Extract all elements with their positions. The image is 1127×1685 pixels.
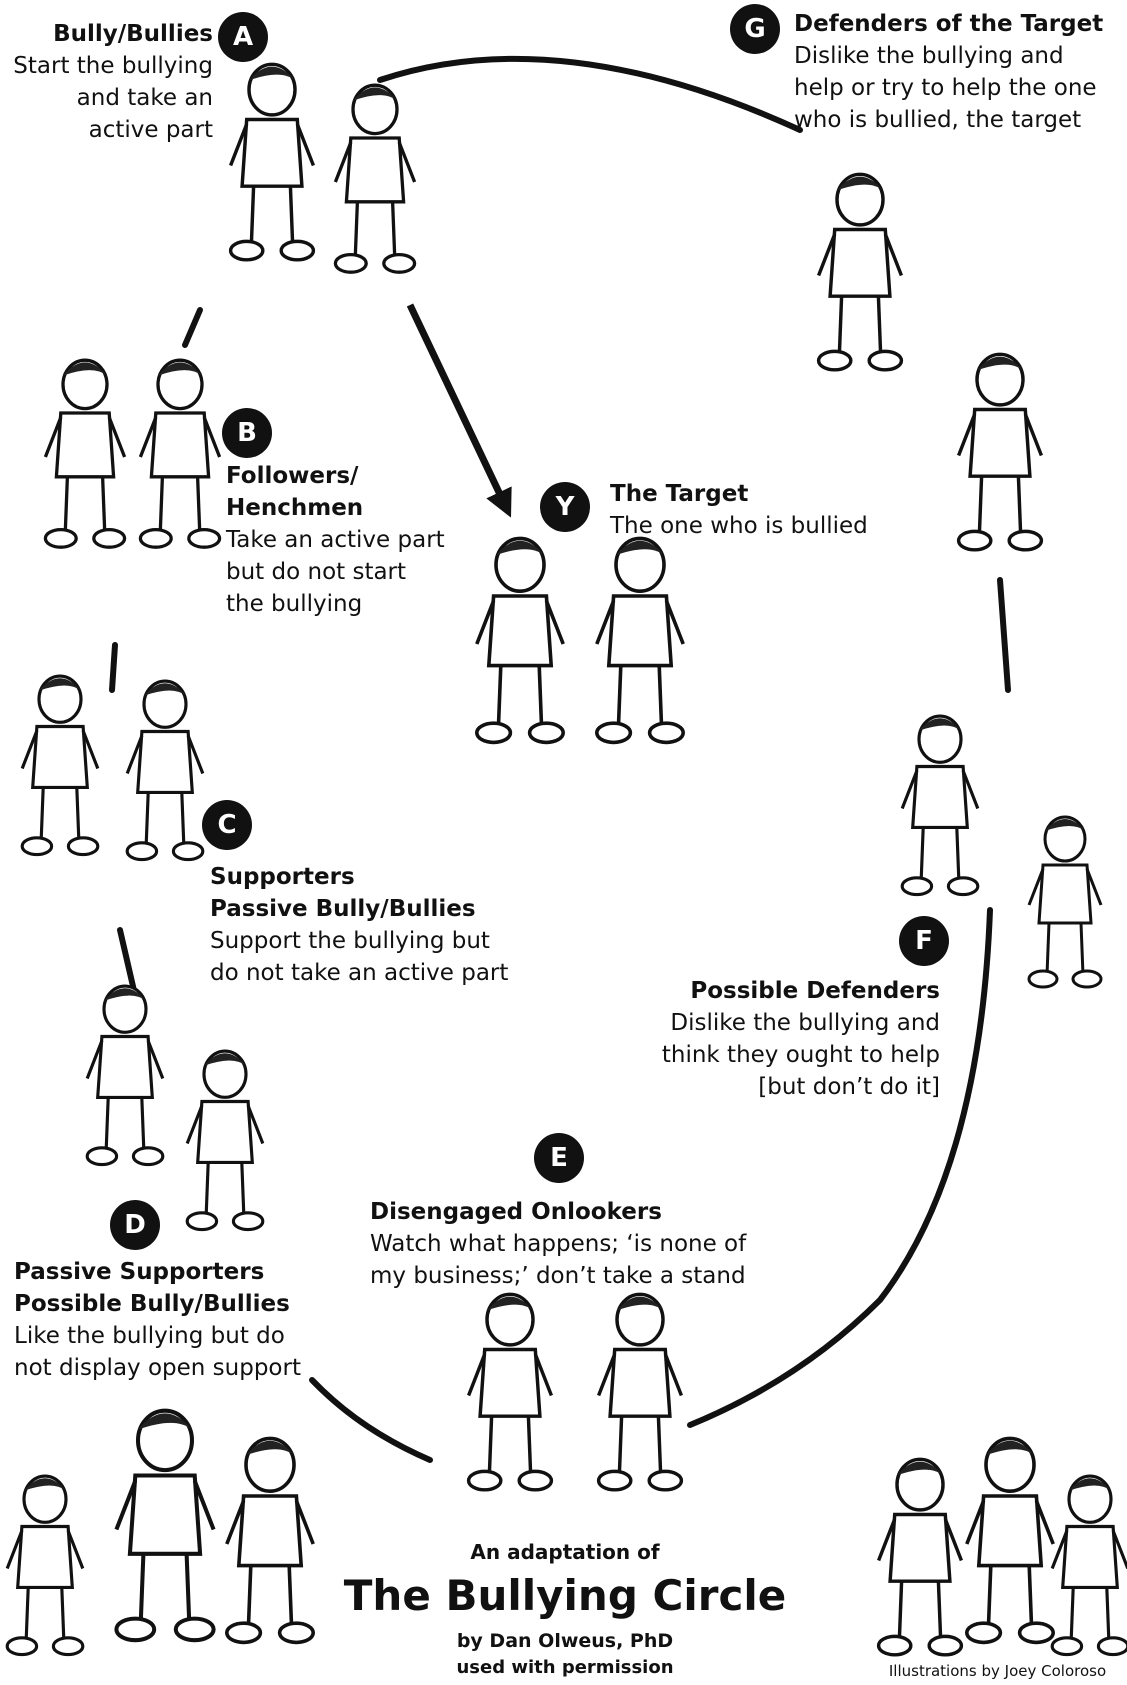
role-a-block: Bully/Bullies Start the bullying and tak…: [8, 18, 213, 146]
role-d-line-2: not display open support: [14, 1355, 301, 1381]
role-g-line-2: help or try to help the one: [794, 75, 1097, 101]
onlooker-figures: [466, 1292, 684, 1492]
follower-figures: [43, 358, 222, 549]
illustration-credit: Illustrations by Joey Coloroso: [888, 1662, 1107, 1680]
role-g-line-3: who is bullied, the target: [794, 107, 1082, 133]
role-y-badge: Y: [540, 482, 590, 532]
role-a-title: Bully/Bullies: [53, 21, 213, 47]
role-g-block: Defenders of the Target Dislike the bull…: [794, 8, 1124, 136]
role-c-title-1: Supporters: [210, 864, 355, 890]
role-d-block: Passive Supporters Possible Bully/Bullie…: [14, 1256, 324, 1384]
passive-supporter-figures: [85, 984, 265, 1232]
role-b-title-2: Henchmen: [226, 495, 364, 521]
footer-pre: An adaptation of: [470, 1540, 660, 1564]
role-y-title: The Target: [610, 481, 749, 507]
role-e-badge: E: [534, 1133, 584, 1183]
role-d-title-2: Possible Bully/Bullies: [14, 1291, 290, 1317]
role-g-title: Defenders of the Target: [794, 11, 1104, 37]
role-g-badge: G: [730, 4, 780, 54]
role-f-badge: F: [899, 916, 949, 966]
role-b-title-1: Followers/: [226, 463, 359, 489]
role-e-line-2: my business;’ don’t take a stand: [370, 1263, 746, 1289]
bully-figures: [228, 62, 417, 274]
role-d-badge: D: [110, 1200, 160, 1250]
role-c-line-2: do not take an active part: [210, 960, 509, 986]
role-y-line-1: The one who is bullied: [610, 513, 868, 539]
footer-permission: used with permission: [456, 1657, 674, 1678]
footer-title: The Bullying Circle: [343, 1571, 787, 1620]
role-c-line-1: Support the bullying but: [210, 928, 490, 954]
role-f-line-2: think they ought to help: [661, 1042, 940, 1068]
footer-byline: by Dan Olweus, PhD: [456, 1630, 674, 1652]
role-c-badge: C: [202, 800, 252, 850]
bottom-left-figures: [5, 1411, 316, 1657]
role-f-title: Possible Defenders: [690, 978, 940, 1004]
role-a-badge: A: [218, 12, 268, 62]
role-g-line-1: Dislike the bullying and: [794, 43, 1064, 69]
role-b-block: Followers/ Henchmen Take an active part …: [226, 460, 486, 620]
bottom-right-figures: [876, 1436, 1127, 1657]
role-b-line-2: but do not start: [226, 559, 407, 585]
role-f-line-1: Dislike the bullying and: [670, 1010, 940, 1036]
role-e-title: Disengaged Onlookers: [370, 1199, 662, 1225]
role-c-title-2: Passive Bully/Bullies: [210, 896, 476, 922]
role-b-badge: B: [222, 408, 272, 458]
role-f-block: Possible Defenders Dislike the bullying …: [620, 975, 940, 1103]
role-e-block: Disengaged Onlookers Watch what happens;…: [370, 1196, 770, 1292]
role-b-line-3: the bullying: [226, 591, 363, 617]
target-figures: [474, 536, 686, 745]
role-d-line-1: Like the bullying but do: [14, 1323, 285, 1349]
role-a-line-2: and take an: [76, 85, 213, 111]
role-c-block: Supporters Passive Bully/Bullies Support…: [210, 861, 540, 989]
role-d-title-1: Passive Supporters: [14, 1259, 265, 1285]
supporter-figures: [20, 674, 205, 862]
role-y-block: The Target The one who is bullied: [610, 478, 910, 542]
role-f-line-3: [but don’t do it]: [758, 1074, 940, 1100]
role-e-line-1: Watch what happens; ‘is none of: [370, 1231, 747, 1257]
role-b-line-1: Take an active part: [226, 527, 445, 553]
role-a-line-1: Start the bullying: [13, 53, 213, 79]
role-a-line-3: active part: [88, 117, 213, 143]
